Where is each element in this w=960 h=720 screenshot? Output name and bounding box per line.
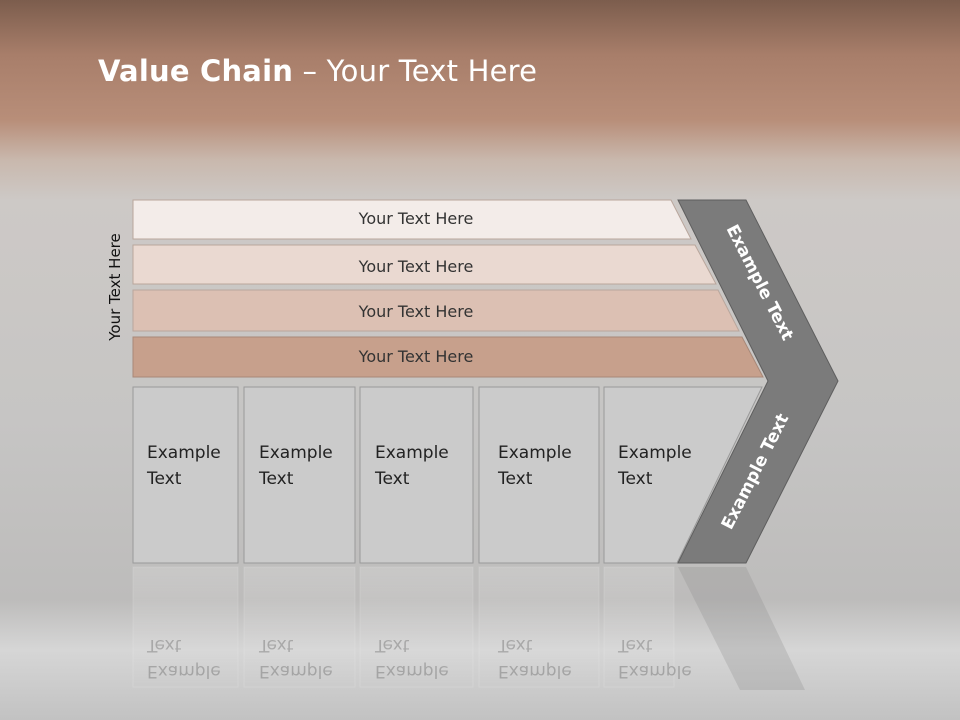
title-bold: Value Chain bbox=[98, 54, 294, 88]
bar-1 bbox=[132, 199, 692, 240]
box-3-line2: Text bbox=[375, 469, 410, 489]
title-rest: – Your Text Here bbox=[302, 54, 538, 88]
box-5-line2: Text bbox=[618, 469, 653, 489]
box-5-line1: Example bbox=[618, 443, 692, 463]
box-5 bbox=[603, 386, 763, 564]
box-4-line2: Text bbox=[498, 469, 533, 489]
box-4 bbox=[478, 386, 600, 564]
box-3-refl-line1: Example bbox=[375, 661, 449, 681]
box-2-line1: Example bbox=[259, 443, 333, 463]
box-2-refl-line1: Example bbox=[259, 661, 333, 681]
chevron bbox=[677, 199, 839, 564]
reflection bbox=[132, 566, 805, 690]
box-3-reflection-text: Example Text bbox=[375, 632, 449, 684]
box-5-refl-line1: Example bbox=[618, 661, 692, 681]
box-2-reflection-text: Example Text bbox=[259, 632, 333, 684]
box-3-refl-line2: Text bbox=[375, 635, 410, 655]
bar-4-label: Your Text Here bbox=[358, 347, 474, 366]
box-2-line2: Text bbox=[259, 469, 294, 489]
bar-4 bbox=[132, 336, 764, 378]
box-1-refl-line1: Example bbox=[147, 661, 221, 681]
box-3 bbox=[359, 386, 474, 564]
box-4-reflection-text: Example Text bbox=[498, 632, 572, 684]
box-1-line2: Text bbox=[147, 469, 182, 489]
box-4-refl-line2: Text bbox=[498, 635, 533, 655]
bar-2-label: Your Text Here bbox=[358, 257, 474, 276]
box-2-refl-line2: Text bbox=[259, 635, 294, 655]
box-5-reflection-text: Example Text bbox=[618, 632, 692, 684]
bar-3-label: Your Text Here bbox=[358, 302, 474, 321]
bar-3 bbox=[132, 289, 740, 332]
bar-1-label: Your Text Here bbox=[358, 209, 474, 228]
box-1-line1: Example bbox=[147, 443, 221, 463]
box-1-reflection-text: Example Text bbox=[147, 632, 221, 684]
box-1-refl-line2: Text bbox=[147, 635, 182, 655]
bar-2 bbox=[132, 244, 717, 285]
box-4-line1: Example bbox=[498, 443, 572, 463]
box-4-refl-line1: Example bbox=[498, 661, 572, 681]
box-5-refl-line2: Text bbox=[618, 635, 653, 655]
box-3-line1: Example bbox=[375, 443, 449, 463]
box-1 bbox=[132, 386, 239, 564]
box-2 bbox=[243, 386, 356, 564]
slide-title: Value Chain – Your Text Here bbox=[98, 54, 537, 88]
